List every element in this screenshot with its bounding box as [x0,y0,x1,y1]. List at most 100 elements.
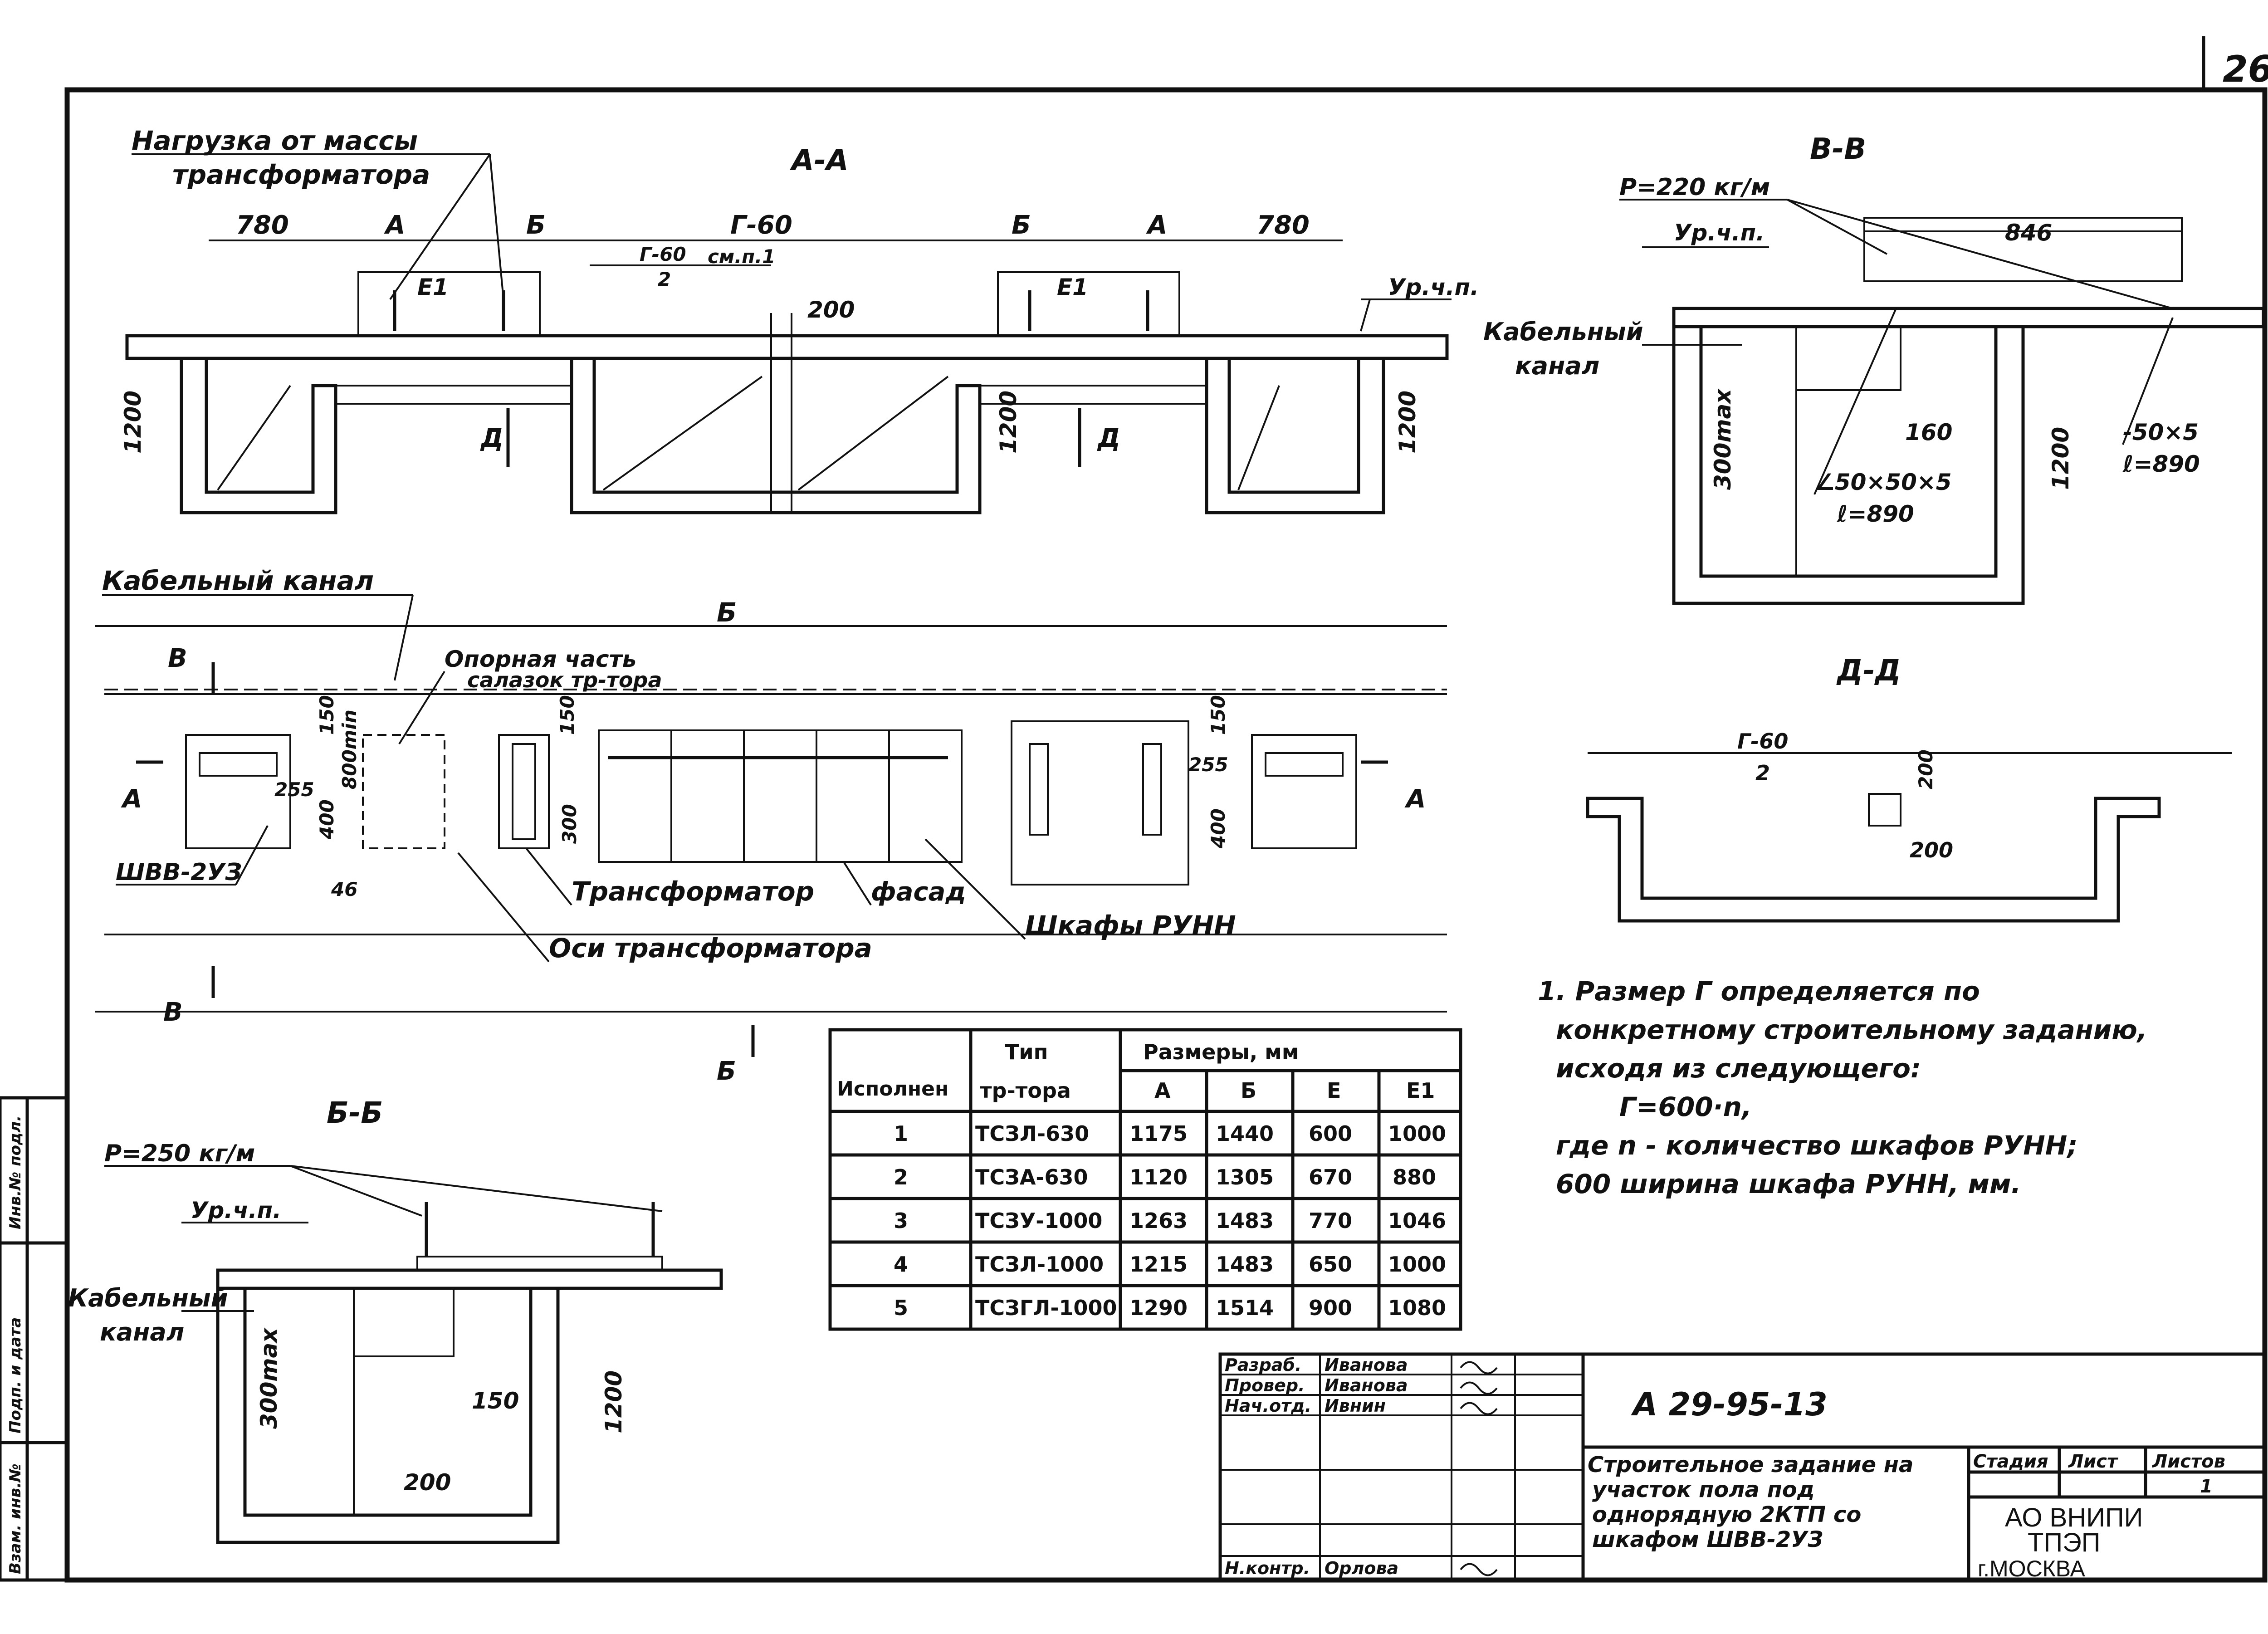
row-3-a: 1263 [1129,1208,1188,1233]
plan-rünn-cabinets [598,729,963,863]
section-dd-title: Д-Д [1836,654,1901,688]
table-row: 1 ТСЗЛ-630 1175 1440 600 1000 [894,1121,1446,1146]
vv-cable-channel-2: канал [1515,352,1599,380]
tb-name-3: Ивнин [1325,1396,1386,1416]
see-note: см.п.1 [708,245,775,268]
tb-role-2: Провер. [1225,1375,1305,1395]
aa-pit-right [1205,357,1385,514]
dd-dim-200-h: 200 [1910,838,1953,862]
vv-dim-846: 846 [2005,220,2052,246]
cut-b-bottom: Б [717,1057,736,1086]
aa-pit-left [180,357,337,514]
bb-dim-200: 200 [404,1469,451,1496]
notes: 1. Размер Г определяется по конкретному … [1538,976,2147,1199]
vv-strip-2: ℓ=890 [2122,451,2200,477]
cut-a-right: А [1404,784,1426,814]
section-vv: В-В Р=220 кг/м Ур.ч.п. 846 Кабельный кан… [1483,132,2265,605]
row-2-e: 670 [1309,1165,1352,1189]
dim-b-right: Б [1012,210,1031,240]
row-2-e1: 880 [1393,1165,1436,1189]
row-2-b: 1305 [1216,1165,1274,1189]
side-stamp: Инв.№ подл. Подп. и дата Взам. инв.№ [0,1096,69,1582]
stamp-replace: Взам. инв.№ [6,1463,24,1574]
row-4-a: 1215 [1129,1252,1188,1277]
sheet-number: 26 [2223,48,2268,90]
plan-dim-800min: 800min [338,709,361,789]
th-a: А [1154,1078,1171,1103]
table-row: 5 ТСЗГЛ-1000 1290 1514 900 1080 [894,1296,1446,1320]
cut-d-1: Д [480,424,503,453]
vv-dim-300max: 300max [1710,388,1736,490]
dim-1200-right: 1200 [1394,391,1421,454]
section-dd: Д-Д Г-60 2 200 200 [1586,654,2232,923]
dim-780-right: 780 [1256,210,1310,240]
row-3-e: 770 [1309,1208,1352,1233]
support-2: салазок тр-тора [467,668,662,692]
bb-dim-150: 150 [472,1388,519,1414]
section-bb-title: Б-Б [327,1096,383,1130]
note-line-1: 1. Размер Г определяется по [1538,976,1980,1007]
bb-floor-level: Ур.ч.п. [191,1197,281,1223]
plan-dim-46: 46 [331,878,357,900]
tb-name-2: Иванова [1325,1375,1408,1395]
row-3-b: 1483 [1216,1208,1274,1233]
dim-g60: Г-60 [730,210,792,240]
vv-dim-1200: 1200 [2048,427,2074,490]
row-1-type: ТСЗЛ-630 [975,1121,1089,1146]
plan-cabinet-right [1251,734,1357,849]
plan-cabinet-label: ШВВ-2УЗ [116,859,242,886]
row-5-b: 1514 [1216,1296,1274,1320]
bb-dim-300max: 300max [256,1327,282,1429]
th-e1: Е1 [1406,1078,1435,1103]
dd-dim-g60-den: 2 [1755,761,1770,785]
th-type-1: Тип [1005,1040,1048,1064]
bb-dim-1200: 1200 [601,1370,627,1433]
th-dims: Размеры, мм [1143,1040,1299,1064]
tb-desc-3: однорядную 2КТП со [1592,1502,1861,1527]
dim-a-right: А [1146,210,1167,240]
plan-transformer: Трансформатор [572,876,814,907]
tb-desc-4: шкафом ШВВ-2УЗ [1592,1527,1823,1552]
dim-780-left: 780 [236,210,289,240]
dd-dim-200-v: 200 [1915,749,1937,789]
signatures [1460,1361,1498,1576]
note-line-2: конкретному строительному заданию, [1556,1014,2147,1045]
dimensions-table: Исполнен Тип тр-тора Размеры, мм А Б Е Е… [828,1028,1462,1331]
tb-desc-2: участок пола под [1592,1477,1814,1502]
dim-b-left: Б [526,210,546,240]
plan-dim-b: Б [717,597,737,628]
vv-cable-channel-1: Кабельный [1483,318,1643,346]
cut-d-2: Д [1097,424,1120,453]
section-aa-title: А-А [789,144,849,177]
tb-role-1: Разраб. [1225,1355,1301,1375]
th-execution: Исполнен [837,1077,948,1101]
note-line-5: где n - количество шкафов РУНН; [1556,1130,2078,1161]
dim-e1-left: Е1 [417,274,449,300]
row-1-e: 600 [1309,1121,1352,1146]
tb-sheet: Лист [2068,1451,2119,1472]
load-label-1: Нагрузка от массы [132,125,418,156]
vv-dim-160: 160 [1905,419,1952,445]
cut-v-top: В [168,644,187,673]
plan-facade: фасад [871,877,966,907]
th-type-2: тр-тора [980,1078,1071,1103]
dim-g60-half-den: 2 [658,268,671,290]
dim-1200-left: 1200 [120,391,146,454]
plan-cable-channel: Кабельный канал [102,565,374,596]
row-2-n: 2 [894,1165,908,1189]
row-1-n: 1 [894,1121,908,1146]
plan-view: Кабельный канал Б В В А А Б [95,565,1447,1086]
tb-desc-1: Строительное задание на [1588,1452,1913,1477]
section-aa: А-А Нагрузка от массы трансформатора [120,125,1479,514]
row-5-e: 900 [1309,1296,1352,1320]
stamp-inv: Инв.№ подл. [6,1115,24,1229]
row-5-n: 5 [894,1296,908,1320]
aa-floor-level: Ур.ч.п. [1388,274,1479,300]
row-1-b: 1440 [1216,1121,1274,1146]
section-bb: Б-Б Р=250 кг/м Ур.ч.п. Кабельный канал 3… [68,1096,723,1544]
section-vv-title: В-В [1810,132,1866,166]
plan-dim-150-b: 150 [556,695,578,735]
row-4-n: 4 [894,1252,908,1277]
dim-a-left: А [384,210,405,240]
